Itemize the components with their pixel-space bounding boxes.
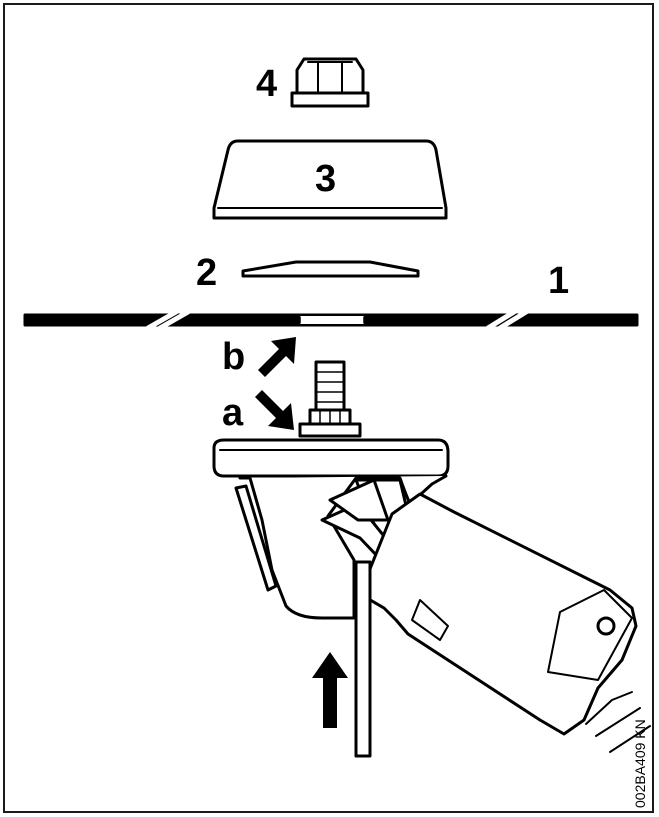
label-point-a: a [222,392,244,434]
label-part-3: 3 [315,158,337,200]
arrow-up-icon [312,652,348,728]
boom-tube [358,492,651,753]
cap-part-3 [212,139,448,220]
arrow-a-icon [255,390,294,430]
label-point-b: b [222,336,246,378]
figure-code: 002BA409 KN [632,719,648,808]
label-part-2: 2 [196,252,218,294]
locking-pin [354,560,372,758]
arrow-b-icon [258,337,296,377]
label-part-4: 4 [256,63,278,105]
nut-part-4 [290,57,370,108]
blade-part-1 [23,309,639,331]
drive-shaft [298,360,362,438]
label-part-1: 1 [548,260,570,302]
thrust-plate-part-2 [241,260,420,278]
